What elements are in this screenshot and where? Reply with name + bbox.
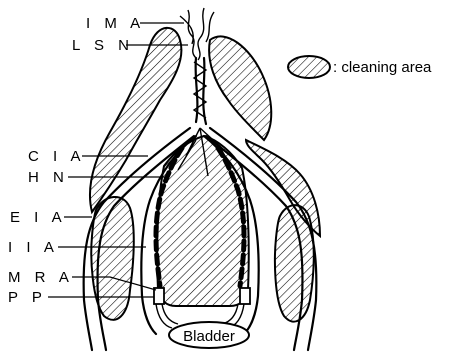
- label-eia: E I A: [10, 209, 67, 226]
- bladder: Bladder: [169, 322, 249, 348]
- label-cia: C I A: [28, 148, 86, 165]
- legend-hatch-swatch: [288, 56, 330, 78]
- label-lsn: L S N: [72, 37, 134, 54]
- label-pp: P P: [8, 289, 47, 306]
- legend: : cleaning area: [288, 56, 432, 78]
- lower-vessels-left: [156, 304, 178, 328]
- label-mra: M R A: [8, 269, 74, 286]
- legend-text: : cleaning area: [333, 59, 432, 76]
- cleaning-area-upper-right: [209, 36, 271, 140]
- right-pelvic-plexus-box: [240, 288, 250, 304]
- bladder-label: Bladder: [183, 328, 235, 345]
- label-hn: H N: [28, 169, 69, 186]
- label-iia: I I A: [8, 239, 59, 256]
- label-ima: I M A: [86, 15, 145, 32]
